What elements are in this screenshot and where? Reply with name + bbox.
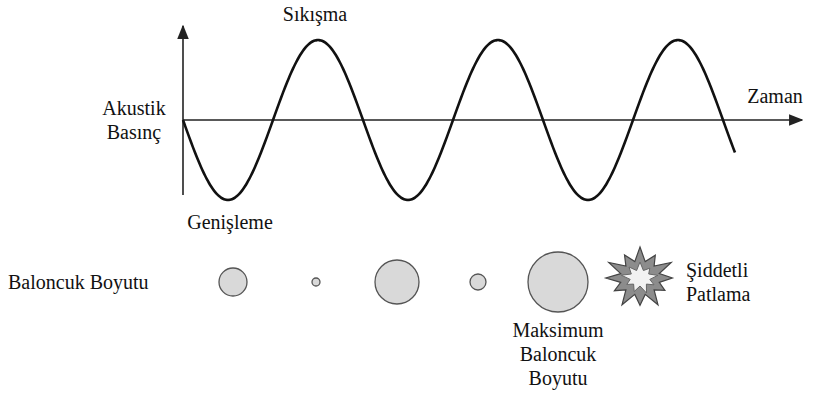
bubble xyxy=(312,278,320,286)
pressure-axis xyxy=(182,26,184,195)
pressure-wave xyxy=(183,40,735,200)
max-bubble xyxy=(528,252,588,312)
expansion-label: Genişleme xyxy=(175,210,285,234)
bubble-label: Maksimum Baloncuk Boyutu xyxy=(503,318,613,390)
compression-label: Sıkışma xyxy=(275,2,355,26)
bubble xyxy=(375,260,419,304)
bubble xyxy=(470,274,486,290)
time-axis xyxy=(183,119,802,121)
axis-label: Zaman xyxy=(740,84,810,108)
explosion-label: Şiddetli Patlama xyxy=(686,258,778,306)
bubble xyxy=(219,268,247,296)
explosion-core xyxy=(621,262,658,293)
row-label: Baloncuk Boyutu xyxy=(8,270,208,294)
explosion-symbol xyxy=(606,247,673,305)
axis-label: Akustik Basınç xyxy=(92,96,176,144)
